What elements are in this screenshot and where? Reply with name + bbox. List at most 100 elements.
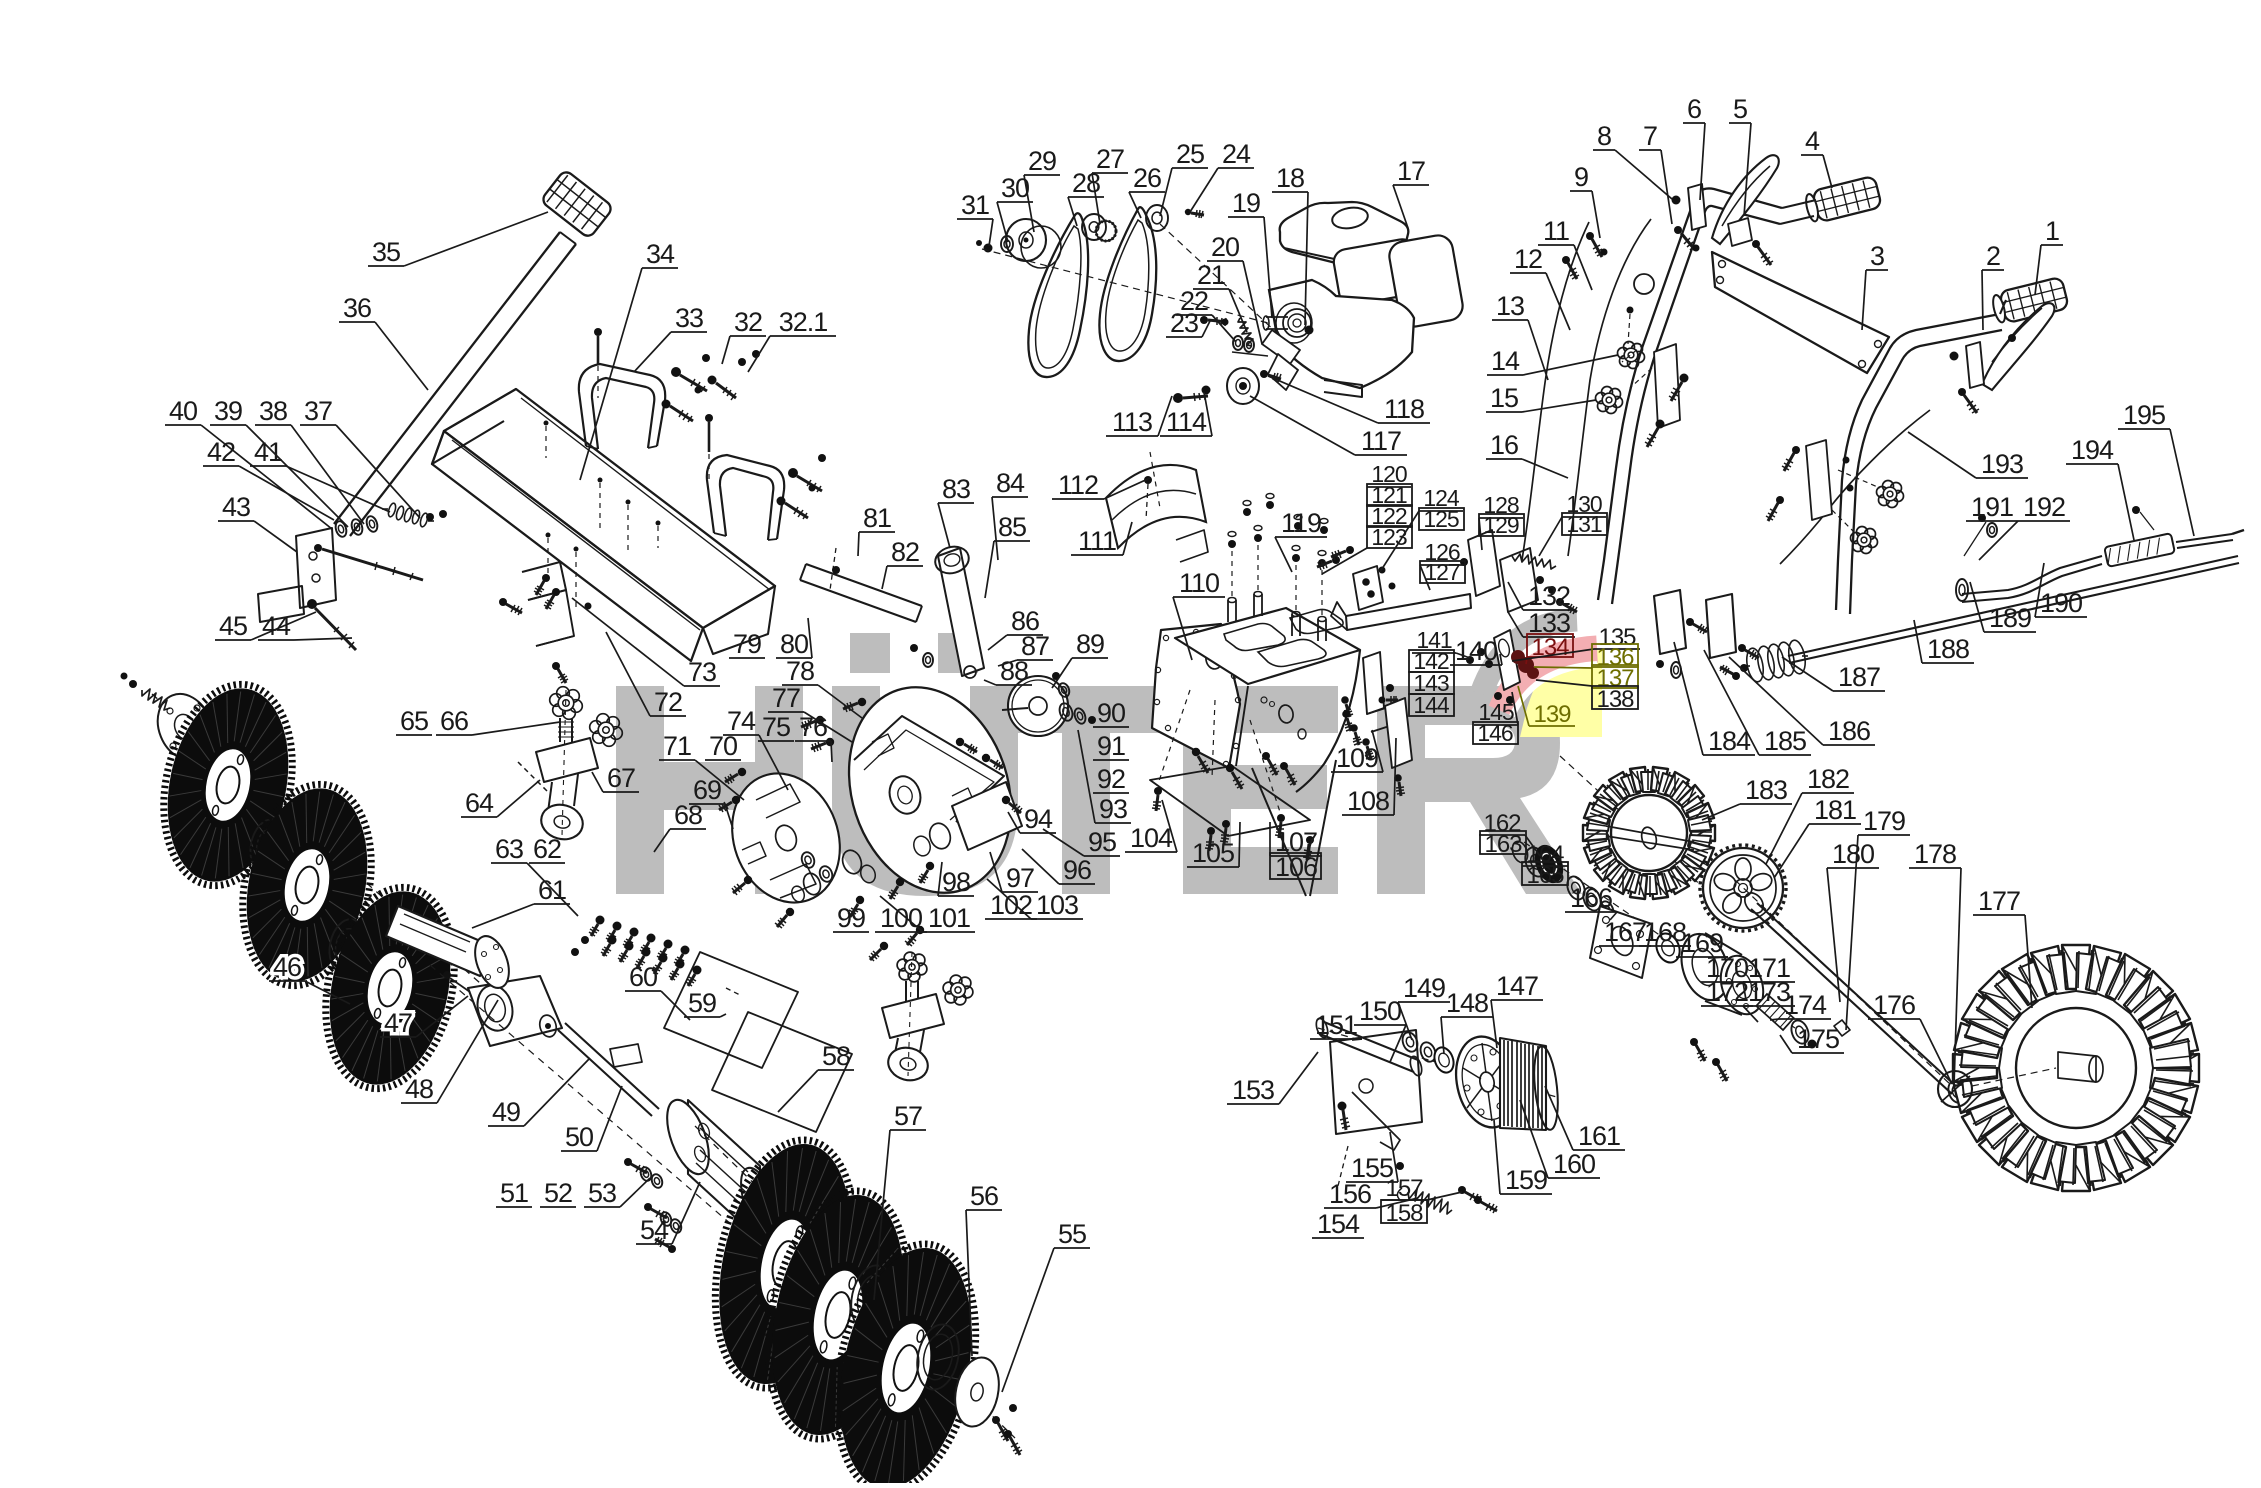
svg-text:30: 30 — [1001, 173, 1029, 203]
svg-text:60: 60 — [629, 962, 657, 992]
svg-text:190: 190 — [2040, 588, 2082, 618]
svg-text:188: 188 — [1927, 634, 1969, 664]
svg-text:74: 74 — [727, 706, 756, 736]
svg-text:52: 52 — [544, 1178, 572, 1208]
svg-text:85: 85 — [998, 512, 1026, 542]
svg-text:35: 35 — [372, 237, 400, 267]
svg-text:109: 109 — [1336, 743, 1378, 773]
svg-text:12: 12 — [1514, 244, 1542, 274]
svg-text:108: 108 — [1347, 786, 1389, 816]
svg-text:36: 36 — [343, 293, 371, 323]
svg-text:1: 1 — [2045, 216, 2059, 246]
svg-text:112: 112 — [1058, 470, 1098, 500]
svg-text:63: 63 — [495, 834, 523, 864]
svg-text:179: 179 — [1863, 806, 1905, 836]
svg-text:121: 121 — [1371, 482, 1407, 508]
svg-text:183: 183 — [1745, 775, 1787, 805]
svg-text:93: 93 — [1099, 794, 1127, 824]
svg-text:107: 107 — [1275, 827, 1317, 857]
svg-text:101: 101 — [928, 903, 970, 933]
svg-text:84: 84 — [996, 468, 1025, 498]
svg-text:89: 89 — [1076, 629, 1104, 659]
svg-text:94: 94 — [1024, 804, 1053, 834]
svg-text:185: 185 — [1764, 726, 1806, 756]
svg-text:76: 76 — [799, 712, 827, 742]
svg-text:4: 4 — [1805, 126, 1820, 156]
svg-text:192: 192 — [2023, 492, 2065, 522]
svg-text:169: 169 — [1681, 928, 1723, 958]
svg-text:24: 24 — [1222, 139, 1251, 169]
svg-text:79: 79 — [733, 629, 761, 659]
svg-text:5: 5 — [1733, 94, 1747, 124]
svg-text:129: 129 — [1483, 512, 1519, 538]
svg-text:124: 124 — [1423, 485, 1460, 511]
svg-text:171: 171 — [1748, 953, 1790, 983]
svg-text:78: 78 — [786, 656, 814, 686]
svg-text:160: 160 — [1553, 1149, 1595, 1179]
svg-text:135: 135 — [1598, 624, 1636, 651]
svg-text:72: 72 — [654, 687, 682, 717]
svg-text:132: 132 — [1528, 581, 1570, 611]
svg-text:120: 120 — [1371, 461, 1407, 487]
svg-text:189: 189 — [1989, 603, 2031, 633]
svg-text:168: 168 — [1644, 917, 1686, 947]
svg-text:65: 65 — [400, 706, 428, 736]
svg-text:143: 143 — [1413, 670, 1449, 696]
svg-text:83: 83 — [942, 474, 970, 504]
svg-text:14: 14 — [1491, 346, 1520, 376]
svg-text:77: 77 — [772, 683, 800, 713]
svg-text:11: 11 — [1543, 216, 1569, 246]
svg-text:38: 38 — [259, 396, 287, 426]
svg-text:175: 175 — [1797, 1024, 1839, 1054]
svg-text:117: 117 — [1361, 426, 1401, 456]
svg-text:6: 6 — [1687, 94, 1701, 124]
svg-text:162: 162 — [1483, 810, 1521, 837]
svg-text:58: 58 — [822, 1041, 850, 1071]
svg-text:15: 15 — [1490, 383, 1518, 413]
svg-text:181: 181 — [1814, 795, 1856, 825]
svg-text:105: 105 — [1192, 838, 1234, 868]
svg-text:150: 150 — [1359, 996, 1401, 1026]
svg-text:73: 73 — [688, 657, 716, 687]
svg-text:48: 48 — [405, 1074, 433, 1104]
svg-text:45: 45 — [219, 611, 247, 641]
svg-text:3: 3 — [1870, 241, 1884, 271]
svg-text:144: 144 — [1413, 692, 1450, 718]
svg-text:187: 187 — [1838, 662, 1880, 692]
svg-text:146: 146 — [1477, 720, 1513, 746]
svg-text:178: 178 — [1914, 839, 1956, 869]
svg-text:41: 41 — [254, 437, 282, 467]
svg-text:21: 21 — [1197, 260, 1225, 290]
svg-text:161: 161 — [1578, 1121, 1620, 1151]
svg-text:155: 155 — [1351, 1153, 1393, 1183]
svg-text:50: 50 — [565, 1122, 593, 1152]
svg-text:23: 23 — [1170, 308, 1198, 338]
svg-text:53: 53 — [588, 1178, 616, 1208]
svg-text:97: 97 — [1006, 863, 1034, 893]
svg-text:170: 170 — [1706, 953, 1748, 983]
svg-text:176: 176 — [1873, 990, 1915, 1020]
svg-text:80: 80 — [780, 629, 808, 659]
svg-text:186: 186 — [1828, 716, 1870, 746]
svg-text:148: 148 — [1446, 988, 1488, 1018]
svg-text:67: 67 — [607, 763, 635, 793]
svg-text:195: 195 — [2123, 400, 2165, 430]
svg-text:180: 180 — [1832, 839, 1874, 869]
svg-text:156: 156 — [1329, 1179, 1371, 1209]
svg-text:194: 194 — [2071, 435, 2114, 465]
svg-text:75: 75 — [762, 712, 790, 742]
svg-text:32: 32 — [734, 307, 762, 337]
svg-text:96: 96 — [1063, 855, 1091, 885]
svg-text:92: 92 — [1097, 764, 1125, 794]
svg-text:13: 13 — [1496, 291, 1524, 321]
svg-text:44: 44 — [262, 611, 291, 641]
svg-text:119: 119 — [1281, 508, 1321, 538]
svg-text:106: 106 — [1275, 852, 1317, 882]
svg-text:147: 147 — [1496, 971, 1538, 1001]
svg-text:153: 153 — [1232, 1075, 1274, 1105]
svg-text:7: 7 — [1643, 121, 1657, 151]
svg-text:47: 47 — [384, 1008, 412, 1038]
svg-text:42: 42 — [207, 437, 235, 467]
svg-text:172: 172 — [1706, 977, 1748, 1007]
svg-text:86: 86 — [1011, 606, 1039, 636]
